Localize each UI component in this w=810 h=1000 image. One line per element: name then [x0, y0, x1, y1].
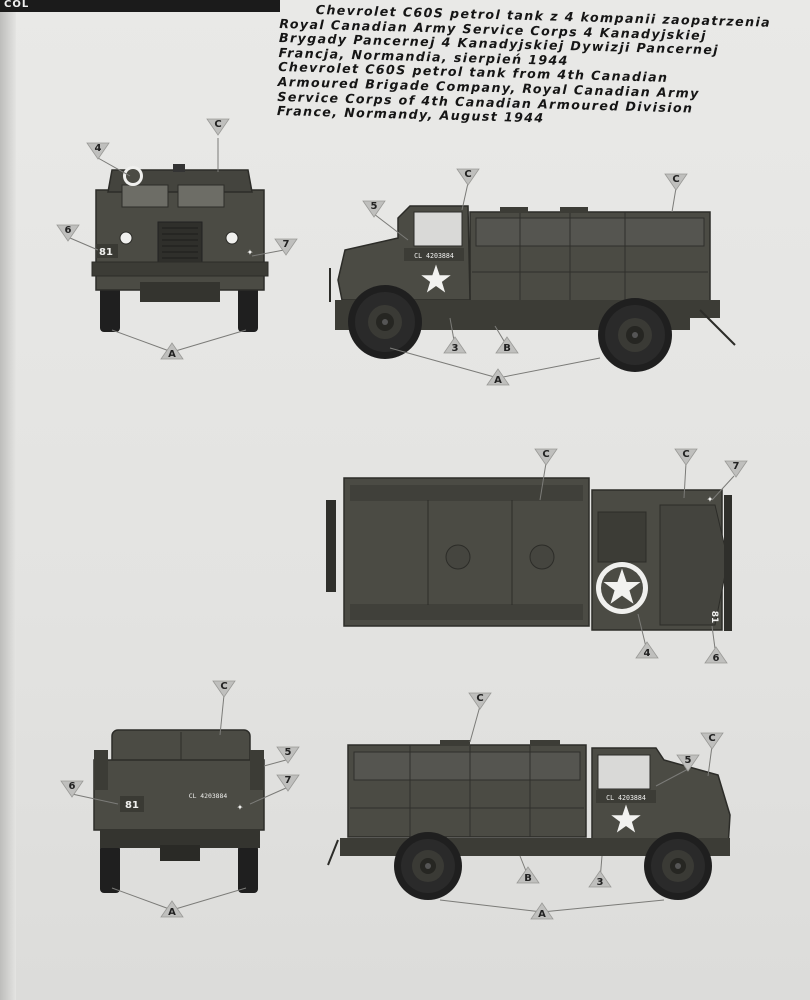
- front-unit-number: 81: [99, 247, 113, 258]
- callout-a-marker: A: [160, 342, 184, 360]
- callout-6-marker: 6: [704, 646, 728, 664]
- right-side-view: CL 4203884: [327, 740, 731, 900]
- callout-5-marker: 5: [276, 746, 300, 764]
- callout-5-label: 5: [685, 755, 692, 766]
- callout-c-label: C: [214, 119, 221, 130]
- callout-c-label: C: [682, 449, 689, 460]
- callout-a-marker: A: [160, 900, 184, 918]
- rear-registration: CL 4203884: [189, 792, 228, 800]
- callout-c-label: C: [542, 449, 549, 460]
- left-side-view: CL 4203884: [329, 205, 736, 372]
- callout-c-label: C: [708, 733, 715, 744]
- callout-c-marker: C: [212, 680, 236, 698]
- callout-c-marker: C: [456, 168, 480, 186]
- front-maple-leaf-icon: ✦: [247, 248, 254, 257]
- callout-7-label: 7: [733, 461, 740, 472]
- callout-7-label: 7: [283, 239, 290, 250]
- rear-view: 81 CL 4203884 ✦: [93, 729, 265, 893]
- callout-6-marker: 6: [60, 780, 84, 798]
- callout-c-marker: C: [674, 448, 698, 466]
- callout-a-label: A: [538, 909, 546, 920]
- callout-3-label: 3: [597, 877, 604, 888]
- callout-5-marker: 5: [676, 754, 700, 772]
- callout-3-marker: 3: [588, 870, 612, 888]
- callout-a-marker: A: [486, 368, 510, 386]
- top-unit-number: 81: [709, 611, 719, 624]
- callout-c-marker: C: [700, 732, 724, 750]
- callout-4-marker: 4: [635, 641, 659, 659]
- callout-7-marker: 7: [276, 774, 300, 792]
- callout-5-marker: 5: [362, 200, 386, 218]
- callout-3-label: 3: [452, 343, 459, 354]
- callout-a-marker: A: [530, 902, 554, 920]
- callout-c-label: C: [464, 169, 471, 180]
- rear-unit-number: 81: [125, 800, 139, 811]
- callout-4-marker: 4: [86, 142, 110, 160]
- callout-c-marker: C: [468, 692, 492, 710]
- callout-c-marker: C: [534, 448, 558, 466]
- callout-7-marker: 7: [724, 460, 748, 478]
- callout-c-label: C: [220, 681, 227, 692]
- callout-c-marker: C: [206, 118, 230, 136]
- callout-a-label: A: [494, 375, 502, 386]
- callout-6-label: 6: [713, 653, 720, 664]
- collection-tab: COL: [0, 0, 280, 12]
- top-view: 81 ✦: [326, 477, 732, 631]
- left-registration: CL 4203884: [414, 252, 454, 260]
- callout-b-marker: B: [516, 866, 540, 884]
- callout-c-marker: C: [664, 173, 688, 191]
- leader-lines: [69, 138, 735, 913]
- right-registration: CL 4203884: [606, 794, 646, 802]
- callout-4-label: 4: [95, 143, 102, 154]
- callout-c-label: C: [476, 693, 483, 704]
- callout-c-label: C: [672, 174, 679, 185]
- callout-6-label: 6: [69, 781, 76, 792]
- callout-a-label: A: [168, 349, 176, 360]
- top-maple-leaf-icon: ✦: [707, 495, 714, 504]
- collection-tab-label: COL: [4, 0, 30, 10]
- callout-5-label: 5: [371, 201, 378, 212]
- callout-3-marker: 3: [443, 336, 467, 354]
- callout-b-label: B: [524, 873, 532, 884]
- callout-4-label: 4: [644, 648, 651, 659]
- callout-5-label: 5: [285, 747, 292, 758]
- callout-a-label: A: [168, 907, 176, 918]
- callout-7-marker: 7: [274, 238, 298, 256]
- callout-6-marker: 6: [56, 224, 80, 242]
- page-gutter: [0, 0, 16, 1000]
- callout-7-label: 7: [285, 775, 292, 786]
- callout-b-marker: B: [495, 336, 519, 354]
- rear-maple-leaf-icon: ✦: [237, 803, 244, 812]
- front-view: 81 ✦: [91, 164, 269, 332]
- callout-6-label: 6: [65, 225, 72, 236]
- callout-b-label: B: [503, 343, 511, 354]
